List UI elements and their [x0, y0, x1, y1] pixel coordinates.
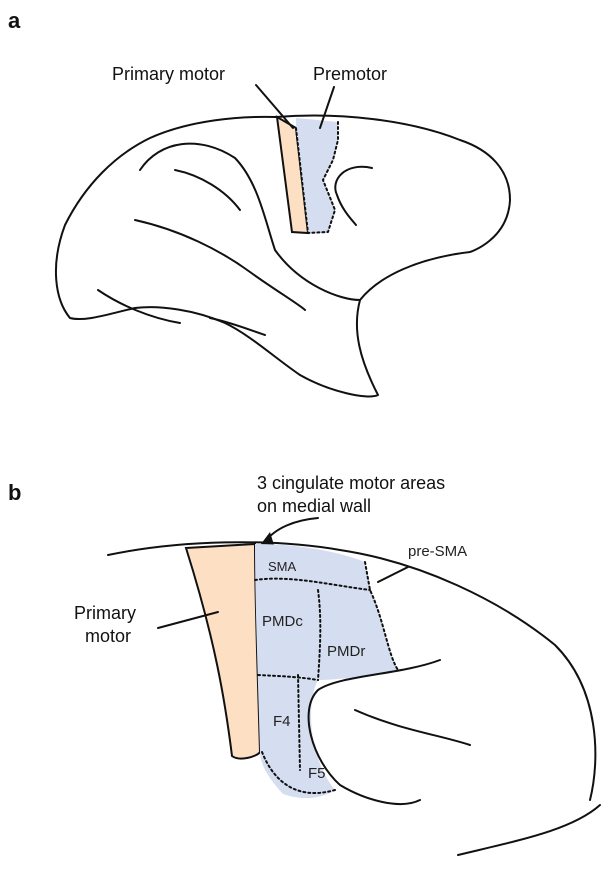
- label-premotor-a: Premotor: [313, 64, 387, 84]
- label-primary-b-line2: motor: [85, 626, 131, 646]
- leader-primary-motor-a: [256, 85, 293, 128]
- sulcus-arcuate: [335, 167, 372, 225]
- label-primary-b-line1: Primary: [74, 603, 136, 623]
- label-pre-sma: pre-SMA: [408, 543, 467, 560]
- cingulate-note-line1: 3 cingulate motor areas: [257, 473, 445, 493]
- sulcus-occipital: [98, 290, 180, 323]
- sulcus-inferior: [210, 318, 265, 335]
- premotor-region-b: [255, 544, 398, 798]
- label-primary-motor-a: Primary motor: [112, 64, 225, 84]
- area-pmdr: PMDr: [327, 643, 365, 660]
- area-f5: F5: [308, 765, 326, 782]
- area-f4: F4: [273, 713, 291, 730]
- sulcus-temporal: [135, 220, 305, 310]
- primary-motor-region-b: [186, 544, 260, 759]
- panel-b-letter: b: [8, 480, 21, 505]
- cingulate-note-line2: on medial wall: [257, 496, 371, 516]
- sulcus-inner-b: [355, 710, 470, 745]
- panel-a-letter: a: [8, 8, 21, 33]
- leader-pre-sma: [378, 567, 408, 582]
- sulcus-lower-b: [458, 805, 600, 855]
- area-pmdc: PMDc: [262, 613, 303, 630]
- sulcus-parietal: [175, 170, 240, 210]
- cingulate-arrow: [265, 518, 318, 542]
- area-sma: SMA: [268, 559, 297, 574]
